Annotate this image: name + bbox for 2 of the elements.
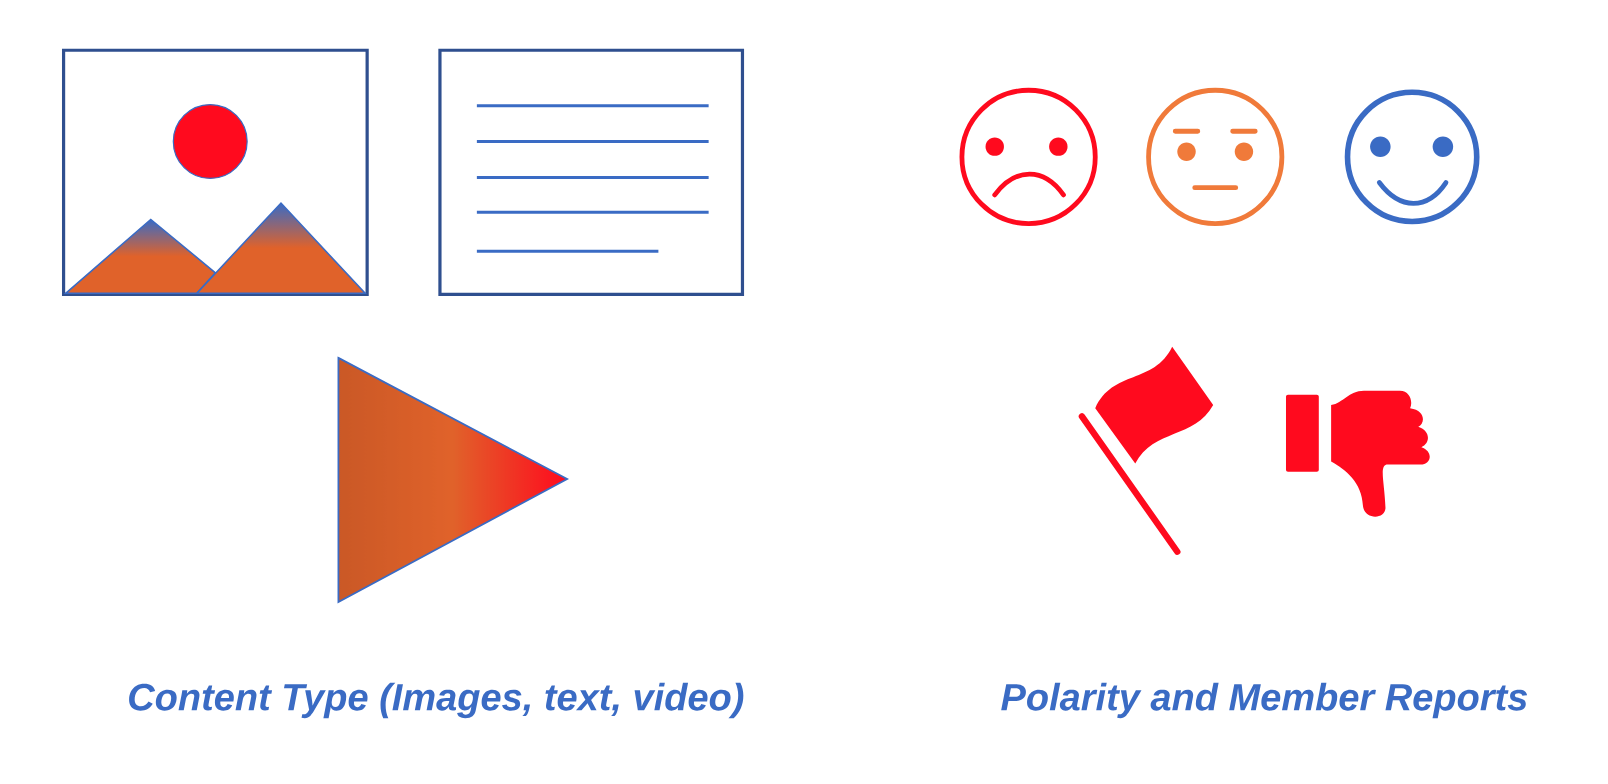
caption-text: Polarity and Member Reports xyxy=(1001,682,1528,719)
caption-text: Content Type (Images, text, video) xyxy=(129,682,744,719)
